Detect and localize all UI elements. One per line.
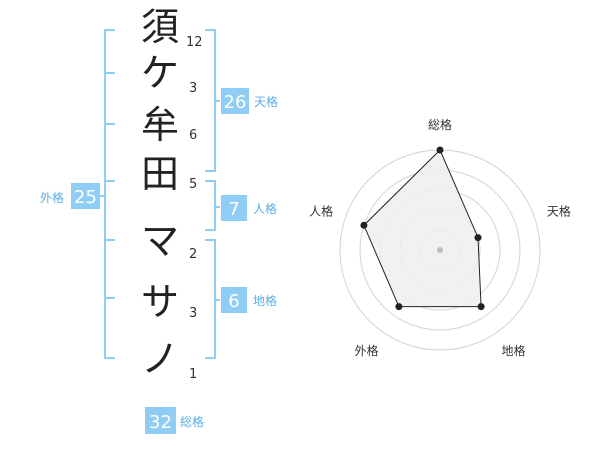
name-char-3: 牟 xyxy=(141,103,179,147)
stroke-count-1: 12 xyxy=(186,35,203,50)
name-strokes-panel: 須 ケ 牟 田 マ サ ノ 12 3 6 5 2 3 1 26 天格 7 人格 … xyxy=(40,5,278,434)
name-char-5: マ xyxy=(141,219,179,263)
name-char-6: サ xyxy=(141,280,179,324)
name-char-1: 須 xyxy=(141,5,179,49)
jinkaku-badge xyxy=(221,195,247,221)
chikaku-bracket xyxy=(205,239,220,359)
name-char-4: 田 xyxy=(141,152,179,196)
radar-point-4 xyxy=(395,303,403,311)
gaikaku-value: 25 xyxy=(74,187,97,208)
radar-axis-label-5: 人格 xyxy=(309,203,333,218)
chikaku-label: 地格 xyxy=(253,293,277,308)
stroke-count-5: 2 xyxy=(189,247,197,262)
tenkaku-badge xyxy=(221,88,249,114)
stroke-count-4: 5 xyxy=(189,177,197,192)
chikaku-value: 6 xyxy=(228,291,239,312)
gaikaku-bracket xyxy=(100,29,115,359)
radar-axis-label-4: 外格 xyxy=(354,343,378,358)
soukaku-badge xyxy=(145,407,176,434)
stroke-count-6: 3 xyxy=(189,306,197,321)
name-char-7: ノ xyxy=(141,337,179,381)
chikaku-badge xyxy=(221,287,247,313)
stroke-count-2: 3 xyxy=(189,81,197,96)
radar-point-5 xyxy=(360,221,368,229)
radar-axis-label-1: 総格 xyxy=(428,117,452,132)
radar-point-3 xyxy=(477,303,485,311)
jinkaku-value: 7 xyxy=(228,199,239,220)
soukaku-value: 32 xyxy=(149,412,172,433)
name-char-2: ケ xyxy=(141,51,179,95)
radar-point-1 xyxy=(436,146,444,154)
tenkaku-bracket xyxy=(205,29,220,172)
tenkaku-value: 26 xyxy=(224,92,247,113)
radar-point-2 xyxy=(474,234,482,242)
radar-center-dot xyxy=(437,247,443,253)
gaikaku-label: 外格 xyxy=(40,190,64,205)
gaikaku-badge xyxy=(71,183,100,209)
jinkaku-label: 人格 xyxy=(253,201,277,216)
soukaku-label: 総格 xyxy=(180,414,204,429)
radar-series-polygon xyxy=(363,149,482,308)
stroke-count-7: 1 xyxy=(189,367,197,382)
radar-axis-label-2: 天格 xyxy=(547,203,571,218)
tenkaku-label: 天格 xyxy=(254,94,278,109)
stroke-count-3: 6 xyxy=(189,128,197,143)
radar-axis-label-3: 地格 xyxy=(501,343,525,358)
jinkaku-bracket xyxy=(205,180,220,231)
